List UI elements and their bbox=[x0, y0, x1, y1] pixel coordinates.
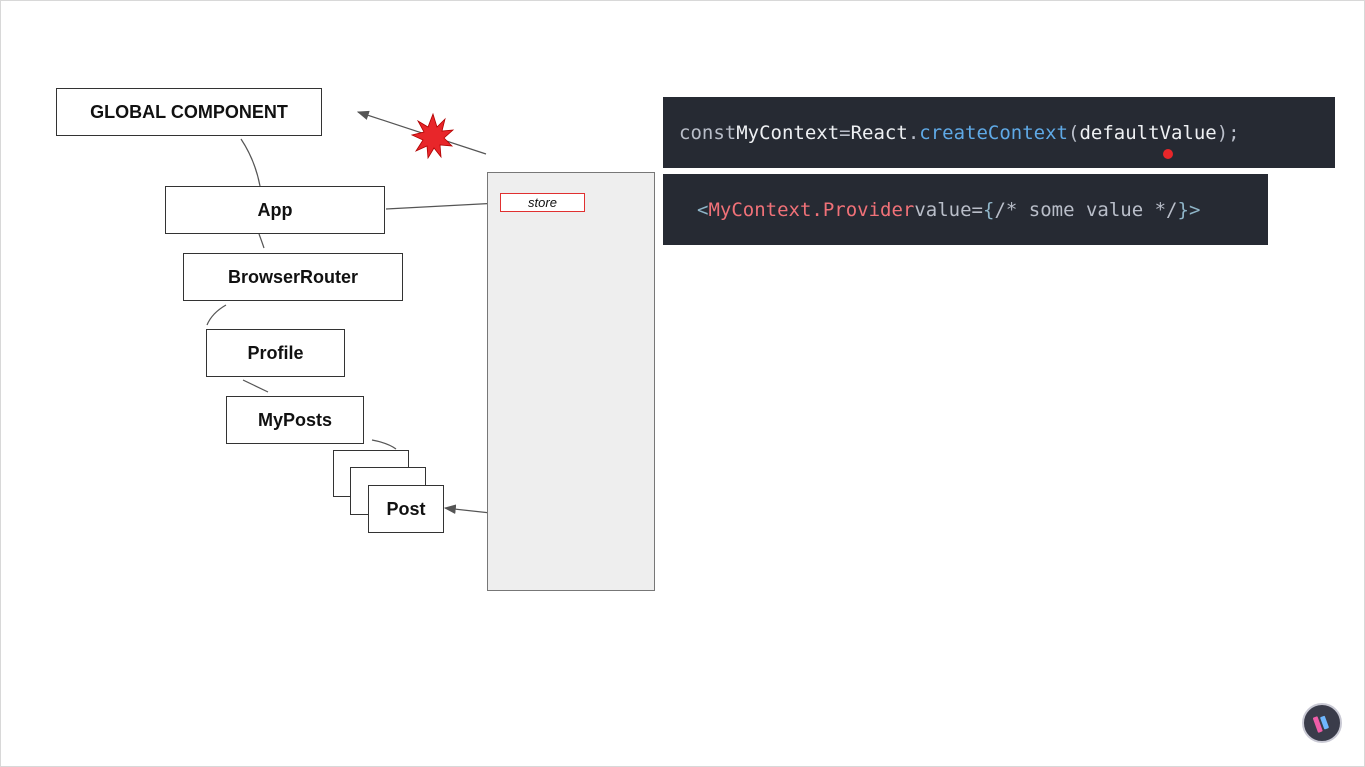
code-close: ); bbox=[1216, 121, 1240, 144]
code-dot: . bbox=[907, 121, 920, 144]
node-profile: Profile bbox=[206, 329, 345, 377]
store-label: store bbox=[500, 193, 585, 212]
node-post: Post bbox=[368, 485, 444, 533]
logo-icon bbox=[1302, 703, 1342, 743]
code-brace-open: { bbox=[983, 198, 995, 221]
code-identifier: MyContext bbox=[736, 121, 840, 144]
node-browser-router: BrowserRouter bbox=[183, 253, 403, 301]
code-method: createContext bbox=[919, 121, 1068, 144]
code-comment: /* some value */ bbox=[994, 198, 1178, 221]
code-block-provider: <MyContext.Provider value={/* some value… bbox=[663, 174, 1268, 245]
connector-profile-myposts bbox=[242, 379, 269, 393]
code-equals: = bbox=[839, 121, 851, 144]
connector-app-router bbox=[258, 233, 265, 249]
code-keyword: const bbox=[679, 121, 737, 144]
code-block-create-context: const MyContext = React.createContext(de… bbox=[663, 97, 1335, 168]
node-app: App bbox=[165, 186, 385, 234]
store-panel bbox=[487, 172, 655, 591]
code-brace-close: } bbox=[1177, 198, 1189, 221]
laser-pointer-dot bbox=[1163, 149, 1173, 159]
code-tag-close: > bbox=[1188, 198, 1201, 221]
node-global-component: GLOBAL COMPONENT bbox=[56, 88, 322, 136]
node-myposts: MyPosts bbox=[226, 396, 364, 444]
code-tag-name: MyContext.Provider bbox=[708, 198, 915, 221]
explosion-icon bbox=[410, 112, 455, 160]
code-object: React bbox=[850, 121, 908, 144]
arrow-app-store bbox=[385, 198, 501, 210]
connector-myposts-post bbox=[371, 439, 397, 450]
code-attribute: value= bbox=[914, 198, 983, 221]
connector-global-app bbox=[240, 138, 261, 187]
code-argument: defaultValue bbox=[1079, 121, 1217, 144]
code-tag-open: < bbox=[697, 198, 709, 221]
code-open-paren: ( bbox=[1067, 121, 1080, 144]
connector-router-profile bbox=[206, 304, 227, 326]
